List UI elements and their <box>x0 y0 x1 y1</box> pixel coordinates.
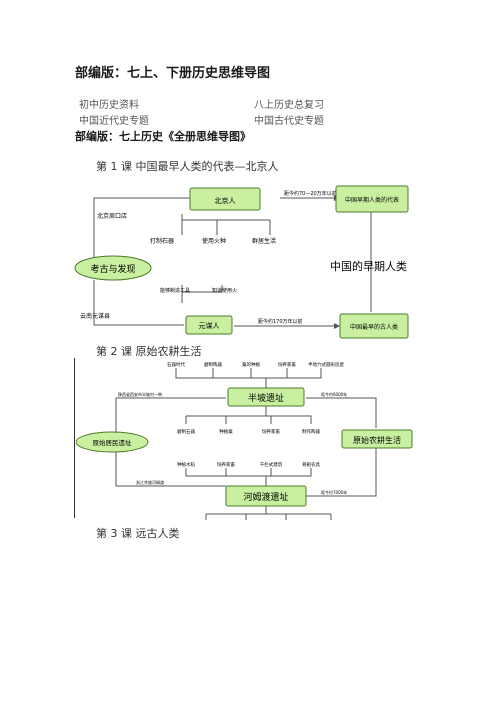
lesson-3-title: 第 3 课 远古人类 <box>96 527 180 540</box>
l1-node-yuanmou <box>185 315 233 335</box>
link-ancient-history[interactable]: 中国古代史专题 <box>254 116 324 127</box>
l1-text-representative: 中国早期人类的代表 <box>345 196 399 204</box>
l2-text-low2: 饲养家畜 <box>217 461 235 468</box>
l2-text-mid1: 磨制石器 <box>177 428 195 435</box>
l2-text-banpo-time: 距今约6000年 <box>321 391 347 397</box>
l2-text-farming: 原始农耕生活 <box>353 435 401 445</box>
l2-node-farming <box>341 429 413 449</box>
l2-text-low3: 干栏式建筑 <box>260 461 283 468</box>
l1-text-beijing-ren: 北京人 <box>215 196 236 205</box>
l1-text-time1: 距今约70—20万年以前 <box>284 190 337 197</box>
link-junior-history[interactable]: 初中历史资料 <box>79 100 139 111</box>
l2-node-sites <box>76 431 149 453</box>
l2-text-banpo-loc: 陕西省西安市半坡村一带 <box>118 391 162 397</box>
l2-text-top5: 半地穴式圆形房屋 <box>308 361 344 368</box>
l2-text-hemudu-time: 距今约7000年 <box>321 489 347 495</box>
l2-text-top4: 饲养家畜 <box>278 361 296 368</box>
l2-text-hemudu: 河姆渡遗址 <box>243 491 288 503</box>
l1-node-earliest <box>339 313 409 339</box>
l2-text-top3: 粟的种植 <box>242 361 260 368</box>
l2-text-banpo: 半坡遗址 <box>248 392 284 404</box>
l1-connector-traits <box>181 214 271 235</box>
l1-node-beijing-ren <box>189 187 261 211</box>
l1-text-early-humans: 中国的早期人类 <box>330 259 407 273</box>
l1-node-representative <box>335 185 409 213</box>
lesson-2-mindmap: 石器时代 磨制陶器 粟的种植 饲养家畜 半地穴式圆形房屋 陕西省西安市半坡村一带… <box>76 361 413 520</box>
l1-text-fire-use: 知道使用火 <box>212 287 237 294</box>
l1-text-yunnan: 云南元谋县 <box>80 312 110 320</box>
l2-node-hemudu <box>225 485 307 507</box>
l2-node-banpo <box>227 387 305 407</box>
l1-node-archaeology <box>74 255 152 281</box>
l1-text-zhoukoudian: 北京周口店 <box>97 212 127 220</box>
l1-text-yuanmou: 元谋人 <box>199 321 220 330</box>
l2-text-mid3: 饲养家畜 <box>262 428 280 435</box>
link-modern-history[interactable]: 中国近代史专题 <box>79 116 149 127</box>
lesson-1-title: 第 1 课 中国最早人类的代表—北京人 <box>96 160 279 173</box>
l1-connector-abilities <box>181 285 223 303</box>
l1-text-earliest: 中国最早的古人类 <box>350 323 398 331</box>
page-title: 部编版：七上、下册历史思维导图 <box>75 66 271 81</box>
l1-text-archaeology: 考古与发现 <box>90 263 135 275</box>
l2-text-top2: 磨制陶器 <box>204 361 222 368</box>
l1-text-fire1: 使用火种 <box>202 237 226 245</box>
lesson-2-title: 第 2 课 原始农耕生活 <box>96 345 202 358</box>
l2-text-mid2: 种植粟 <box>219 428 233 435</box>
section-subtitle: 部编版：七上历史《全册思维导图》 <box>75 130 251 143</box>
l1-text-tool1: 打制石器 <box>150 237 174 245</box>
l1-text-group: 群居生活 <box>252 237 276 245</box>
l2-text-hemudu-loc: 浙江余姚河姆渡 <box>136 479 164 485</box>
lesson-1-mindmap: 北京人 北京周口店 距今约70—20万年以前 中国早期人类的代表 打制石器 使用… <box>74 185 409 339</box>
lesson-2-left-border <box>74 358 75 518</box>
l2-text-low4: 骨耜农具 <box>302 461 320 468</box>
link-grade8-review[interactable]: 八上历史总复习 <box>254 100 324 111</box>
l1-text-tool-make: 能够制造工具 <box>160 287 190 294</box>
l2-text-top1: 石器时代 <box>167 361 185 368</box>
l1-connector-yuanmou <box>93 280 184 326</box>
l2-text-low1: 种植水稻 <box>177 461 195 468</box>
l2-text-mid4: 制作陶器 <box>302 428 320 435</box>
l2-text-sites: 原始居民遗址 <box>93 438 133 447</box>
l1-text-time2: 距今约170万年以前 <box>258 318 303 325</box>
l1-connector-beijing <box>93 197 208 258</box>
